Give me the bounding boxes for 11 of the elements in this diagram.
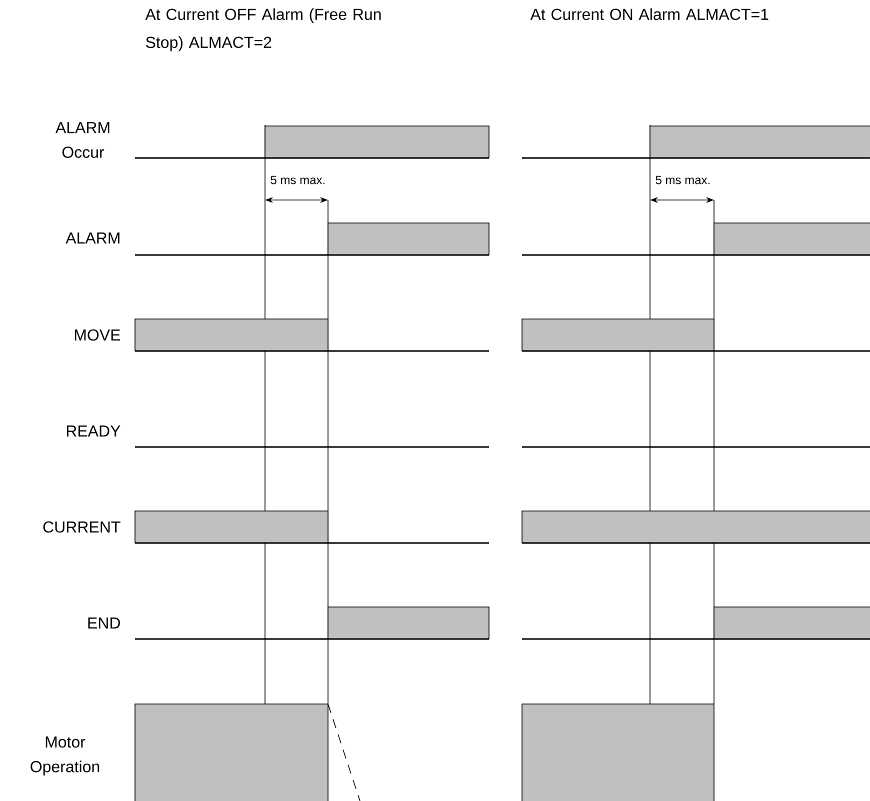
signal-label: CURRENT bbox=[43, 521, 120, 533]
dimension-label: 5 ms max. bbox=[656, 176, 710, 184]
panel-title: At Current OFF Alarm (Free Run Stop) ALMACT=2 bbox=[145, 8, 381, 52]
signal-label: ALARM bbox=[66, 232, 120, 244]
signal-label: ALARM Occur bbox=[55, 122, 110, 158]
signal-label: END bbox=[88, 618, 120, 629]
dimension-label: 5 ms max. bbox=[270, 176, 324, 184]
panel-title: At Current ON Alarm ALMACT=1 bbox=[530, 8, 768, 20]
signal-label: READY bbox=[66, 426, 120, 436]
signal-label: Motor Operation bbox=[30, 736, 100, 776]
signal-label: MOVE bbox=[74, 329, 120, 341]
